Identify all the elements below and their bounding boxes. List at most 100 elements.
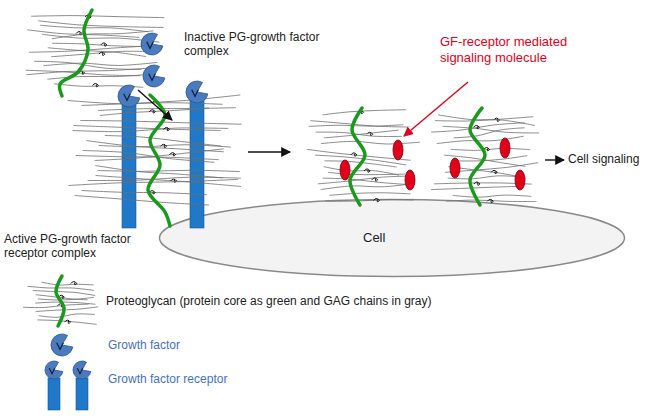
arrow [248, 151, 290, 152]
gag-chain [322, 110, 405, 115]
complex-label: Inactive PG-growth factor complex [184, 30, 356, 59]
gag-chain [100, 108, 209, 116]
complex-label: Active PG-growth factor receptor complex [4, 232, 154, 261]
proteoglycan [68, 95, 242, 226]
gag-curl [164, 127, 170, 130]
gag-curl [491, 170, 497, 173]
growth-factor-mark [57, 343, 64, 350]
gag-chain [37, 320, 96, 324]
growth-factor [51, 334, 73, 356]
growth-factor-body [143, 65, 165, 87]
growth-factor-mark [49, 368, 54, 373]
cell-outline: Cell [158, 198, 626, 278]
growth-factor-receptor [48, 378, 60, 410]
legend-proteoglycan [23, 276, 98, 326]
signaling-molecule [450, 158, 460, 178]
gag-chain [39, 314, 95, 317]
gag-curl [351, 153, 357, 156]
gag-chain [437, 136, 524, 143]
gag-chain [98, 108, 236, 111]
protein-core [60, 10, 92, 96]
gag-chain [26, 68, 152, 75]
gag-chain [43, 62, 157, 65]
cell-label: Cell [363, 230, 385, 246]
gag-chain [431, 186, 523, 189]
gag-chain [75, 196, 209, 206]
gag-chain [31, 16, 164, 18]
gag-curl [372, 178, 378, 181]
growth-factor-body [73, 361, 91, 379]
gag-curl [65, 320, 71, 323]
text-anchor: Growth factor [108, 338, 648, 352]
growth-factor-mark [192, 90, 199, 97]
proteoglycan [26, 10, 165, 96]
growth-factor-body [45, 361, 63, 379]
text-anchor: Cell signaling [568, 152, 652, 166]
gag-chain [23, 304, 88, 307]
protein-core [350, 108, 365, 205]
signaling-molecule [500, 138, 510, 158]
gag-chain [324, 167, 400, 176]
gag-chain [27, 286, 93, 290]
text-anchor: GF-receptor mediated signaling molecule [440, 34, 615, 65]
gag-chain [309, 125, 404, 127]
gag-chain [454, 128, 525, 138]
protein-core [56, 276, 64, 326]
arrow [138, 90, 172, 120]
gag-curl [364, 169, 370, 172]
arrow [404, 82, 468, 136]
cell-membrane [160, 200, 625, 277]
text-anchor: Active PG-growth factor receptor complex [4, 232, 154, 261]
text-anchor: Inactive PG-growth factor complex [184, 30, 356, 59]
gag-curl [474, 182, 480, 185]
signaling-molecule [405, 170, 415, 190]
gag-chain [72, 128, 228, 132]
text-anchor: Growth factor receptor [108, 372, 648, 386]
arrow [545, 159, 564, 160]
gag-chain [52, 31, 153, 39]
growth-factor [118, 85, 140, 107]
growth-factor-body [51, 334, 73, 356]
proteoglycan [431, 108, 539, 205]
gag-curl [101, 43, 107, 46]
growth-factor [73, 361, 91, 379]
legend-text: Growth factor receptor [108, 372, 648, 386]
gag-chain [321, 183, 415, 189]
gag-chain [451, 148, 530, 150]
gag-chain [38, 297, 94, 300]
gag-chain [454, 156, 527, 161]
growth-factor [186, 81, 208, 103]
gag-chain [321, 141, 420, 144]
text-anchor: Proteoglycan (protein core as green and … [106, 294, 646, 308]
proteoglycan [307, 108, 420, 205]
gag-curl [170, 153, 176, 156]
gag-chain [453, 195, 532, 197]
gag-chain [47, 74, 152, 79]
signaling-molecule [515, 170, 525, 190]
gag-chain [76, 156, 219, 160]
growth-factor-receptor [122, 104, 136, 228]
gag-curl [71, 282, 77, 285]
gag-chain [99, 145, 231, 147]
growth-factor-receptor [190, 100, 204, 228]
cell-shape [158, 198, 626, 278]
growth-factor-body [141, 33, 163, 55]
growth-factor-mark [147, 42, 154, 49]
legend-text: Growth factor [108, 338, 648, 352]
protein-core [470, 108, 485, 205]
growth-factor-mark [124, 94, 131, 101]
signaling-molecule [340, 160, 350, 180]
gag-chain [435, 117, 533, 121]
molecule-label: GF-receptor mediated signaling molecule [440, 34, 615, 65]
gag-chain [40, 25, 148, 32]
gag-curl [149, 110, 155, 113]
gag-chain [97, 170, 240, 171]
growth-factor-receptor [76, 378, 88, 410]
gag-chain [448, 176, 523, 179]
gag-curl [161, 144, 167, 147]
gag-curl [99, 52, 105, 55]
gag-chain [33, 291, 96, 296]
growth-factor-mark [149, 74, 156, 81]
gag-chain [324, 130, 399, 138]
